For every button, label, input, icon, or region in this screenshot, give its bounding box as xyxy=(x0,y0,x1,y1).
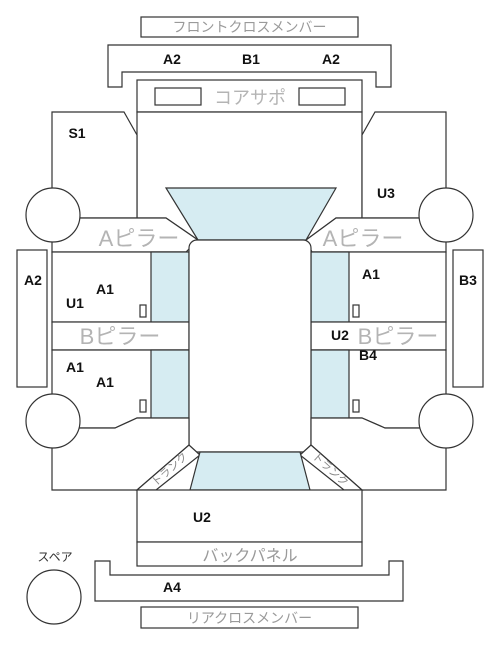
core-support-left-slot xyxy=(154,87,202,106)
code-front-left: A2 xyxy=(163,51,181,67)
code-s1: S1 xyxy=(68,125,85,141)
front-member-bracket[interactable] xyxy=(107,44,392,88)
a-pillar-right-label: Aピラー xyxy=(323,226,404,251)
rear-cross-member-label: リアクロスメンバー xyxy=(187,610,312,626)
rear-right-wheel[interactable] xyxy=(418,393,474,449)
b-pillar-left[interactable] xyxy=(51,321,190,351)
roof-panel[interactable] xyxy=(188,239,312,453)
code-rr-b4: B4 xyxy=(359,347,377,363)
front-cross-member-box[interactable] xyxy=(140,16,359,38)
code-right-side: B3 xyxy=(459,272,477,288)
rear-left-quarter[interactable] xyxy=(51,417,190,491)
rear-left-window xyxy=(150,349,190,419)
rear-left-wheel[interactable] xyxy=(25,393,81,449)
rear-member-bracket[interactable] xyxy=(94,560,404,602)
left-side-sill[interactable] xyxy=(16,249,48,388)
front-right-window xyxy=(310,251,350,323)
b-pillar-right-label: Bピラー xyxy=(358,324,439,349)
rear-right-handle xyxy=(352,399,360,413)
rear-cross-member-box[interactable] xyxy=(140,606,359,629)
front-right-wheel[interactable] xyxy=(418,187,474,243)
back-panel[interactable] xyxy=(136,541,363,567)
code-fl-a1: A1 xyxy=(96,281,114,297)
front-right-handle xyxy=(352,304,360,318)
rear-right-window xyxy=(310,349,350,419)
core-support-label: コアサポ xyxy=(214,88,286,108)
right-side-sill[interactable] xyxy=(452,249,484,388)
code-rl-a1-top: A1 xyxy=(66,359,84,375)
spare-tire[interactable] xyxy=(26,569,82,625)
code-fl-u1: U1 xyxy=(66,295,84,311)
code-left-side: A2 xyxy=(24,272,42,288)
code-front-right: A2 xyxy=(322,51,340,67)
rear-left-handle xyxy=(139,399,147,413)
code-u3: U3 xyxy=(377,185,395,201)
a-pillar-left-label: Aピラー xyxy=(99,226,180,251)
spare-label: スペア xyxy=(37,550,72,564)
trunk-lid[interactable] xyxy=(136,489,363,543)
back-panel-label: バックパネル xyxy=(202,547,297,565)
b-pillar-left-label: Bピラー xyxy=(80,324,161,349)
code-b-pillar-u2: U2 xyxy=(331,327,349,343)
front-left-handle xyxy=(139,304,147,318)
rear-window[interactable] xyxy=(189,451,311,491)
front-left-wheel[interactable] xyxy=(25,187,81,243)
front-left-window xyxy=(150,251,190,323)
code-front-center: B1 xyxy=(242,51,260,67)
code-trunk-u2: U2 xyxy=(193,509,211,525)
core-support-right-slot xyxy=(298,87,346,106)
front-cross-member-label: フロントクロスメンバー xyxy=(173,19,327,35)
code-rl-a1-bottom: A1 xyxy=(96,374,114,390)
code-rear-a4: A4 xyxy=(163,579,181,595)
code-fr-a1: A1 xyxy=(362,266,380,282)
b-pillar-right[interactable] xyxy=(310,321,447,351)
